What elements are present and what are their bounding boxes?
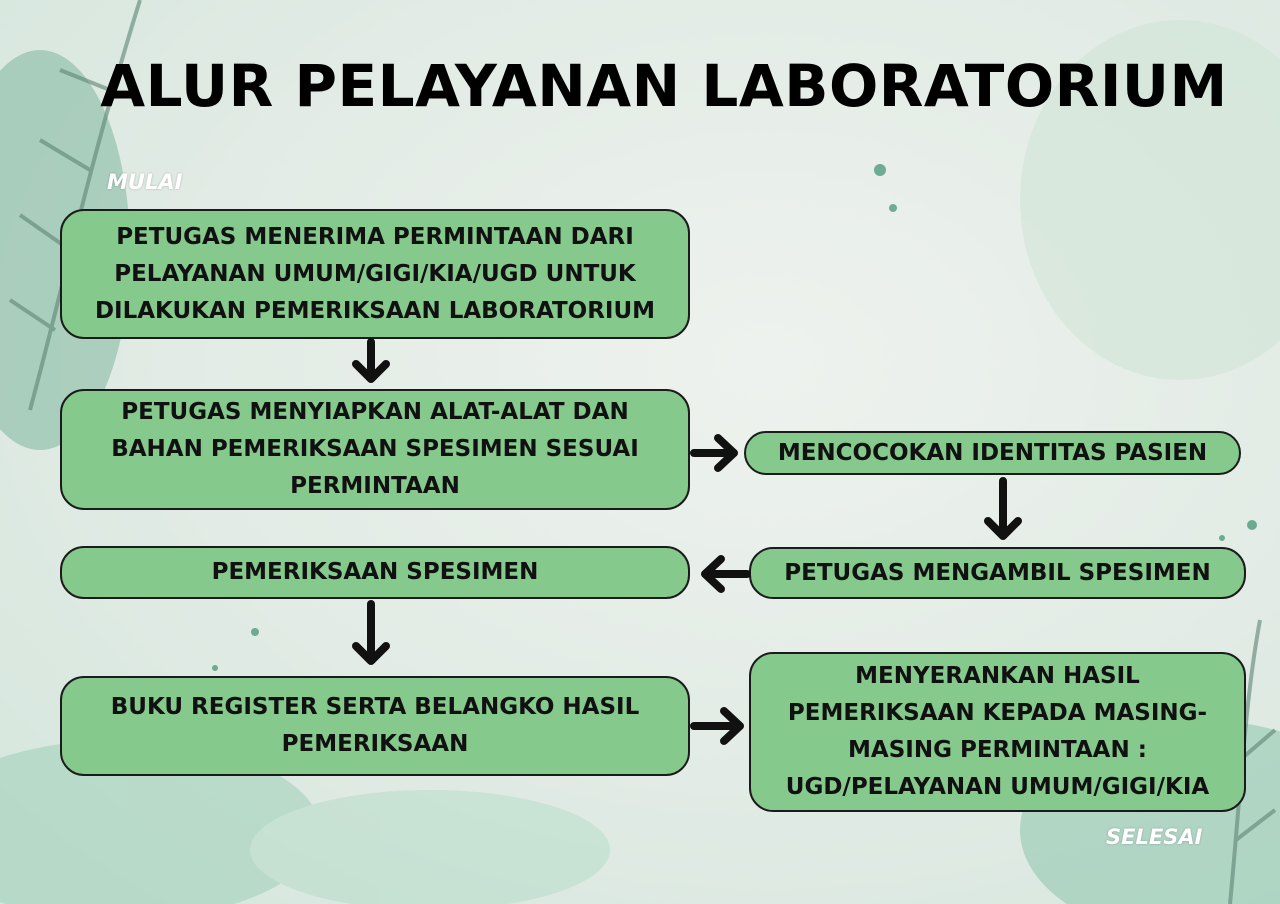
- step-deliver-results: MENYERANKAN HASIL PEMERIKSAAN KEPADA MAS…: [749, 652, 1246, 812]
- start-label: MULAI: [107, 170, 183, 194]
- arrow-left-1: [701, 555, 751, 593]
- page-title: ALUR PELAYANAN LABORATORIUM: [100, 52, 1228, 120]
- step-match-identity: MENCOCOKAN IDENTITAS PASIEN: [744, 431, 1241, 475]
- step-receive-request: PETUGAS MENERIMA PERMINTAAN DARI PELAYAN…: [60, 209, 690, 339]
- step-register-book: BUKU REGISTER SERTA BELANGKO HASIL PEMER…: [60, 676, 690, 776]
- step-examine-specimen: PEMERIKSAAN SPESIMEN: [60, 546, 690, 599]
- arrow-down-1: [352, 338, 390, 383]
- step-prepare-tools: PETUGAS MENYIAPKAN ALAT-ALAT DAN BAHAN P…: [60, 389, 690, 510]
- arrow-right-1: [690, 434, 738, 472]
- arrow-right-2: [690, 707, 744, 745]
- arrow-down-3: [352, 600, 390, 665]
- end-label: SELESAI: [1106, 825, 1203, 849]
- step-take-specimen: PETUGAS MENGAMBIL SPESIMEN: [749, 547, 1246, 599]
- arrow-down-2: [984, 477, 1022, 540]
